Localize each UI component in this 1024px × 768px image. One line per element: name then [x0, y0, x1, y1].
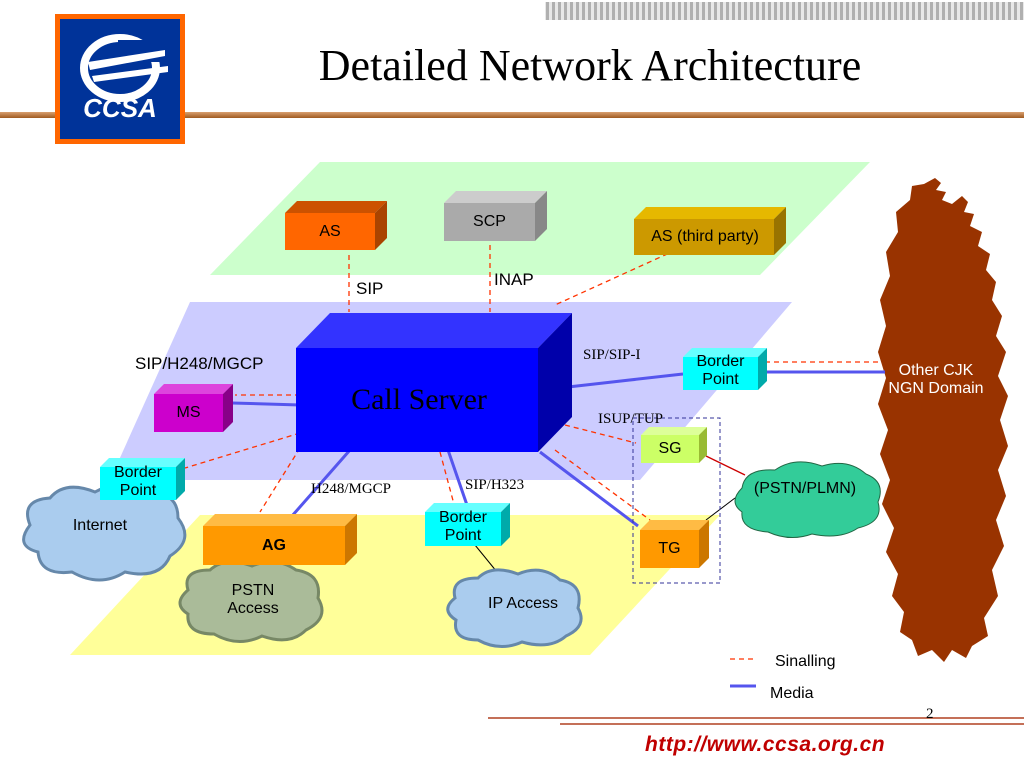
- page-title: Detailed Network Architecture: [318, 41, 862, 90]
- bp-ip-link: [474, 544, 498, 573]
- inap-label: INAP: [494, 270, 534, 289]
- pr-label: PR: [1010, 436, 1022, 446]
- ms-node[interactable]: [154, 384, 233, 432]
- scp-node[interactable]: [444, 191, 547, 241]
- ag-node[interactable]: [203, 514, 357, 565]
- media-links: [231, 370, 885, 528]
- legend-signalling-label: Sinalling: [775, 653, 836, 670]
- as-third-party-label: AS (third party): [651, 228, 759, 245]
- pstn-plmn-cloud: [734, 461, 881, 538]
- as-label: AS: [319, 222, 341, 240]
- ms-label: MS: [176, 404, 201, 421]
- other-cjk-label: Other CJK NGN Domain: [888, 362, 984, 397]
- other-cjk-domain: [878, 178, 1008, 662]
- border-point-bottom-label: Border Point: [438, 509, 488, 544]
- tg-node[interactable]: [640, 520, 709, 568]
- header-rule: [0, 112, 1024, 118]
- call-server-node[interactable]: [296, 313, 572, 452]
- border-point-bottom-node[interactable]: [425, 503, 510, 546]
- logo-text: CCSA: [83, 93, 157, 123]
- gateway-group-box: [632, 417, 721, 584]
- ip-access-cloud: [446, 568, 583, 648]
- h248-mgcp-label: H248/MGCP: [311, 481, 392, 497]
- border-point-right-label: Border Point: [696, 353, 745, 388]
- border-point-left-node[interactable]: [100, 458, 185, 500]
- isup-tup-label: ISUP/TUP: [598, 411, 664, 427]
- sg-label: SG: [658, 440, 682, 457]
- internet-label: Internet: [72, 517, 128, 534]
- ip-access-label: IP Access: [488, 595, 558, 612]
- pstn-plmn-label: (PSTN/PLMN): [753, 480, 857, 497]
- sip-h323-label: SIP/H323: [465, 477, 525, 493]
- signalling-links: [184, 245, 880, 521]
- legend-media-label: Media: [770, 685, 814, 702]
- border-point-left-label: Border Point: [113, 464, 163, 499]
- border-point-right-node[interactable]: [683, 348, 767, 390]
- as-third-party-node[interactable]: [634, 207, 786, 255]
- sip-h248-mgcp-label: SIP/H248/MGCP: [135, 354, 264, 373]
- internet-cloud: [22, 484, 187, 582]
- sip-sip-i-label: SIP/SIP-I: [583, 347, 641, 363]
- scp-label: SCP: [473, 213, 506, 230]
- pstn-access-label: PSTN Access: [227, 582, 279, 617]
- as-node[interactable]: [285, 201, 387, 250]
- sg-pstn-link: [705, 455, 746, 476]
- sip-label: SIP: [356, 279, 384, 298]
- ccsa-logo: [55, 14, 185, 144]
- call-server-label: Call Server: [351, 383, 487, 416]
- tg-label: TG: [658, 540, 681, 557]
- header-stripes: [545, 2, 1024, 20]
- footer-url[interactable]: http://www.ccsa.org.cn: [645, 733, 886, 756]
- ag-label: AG: [262, 536, 286, 554]
- page-number: 2: [926, 706, 934, 722]
- sg-node[interactable]: [641, 427, 707, 463]
